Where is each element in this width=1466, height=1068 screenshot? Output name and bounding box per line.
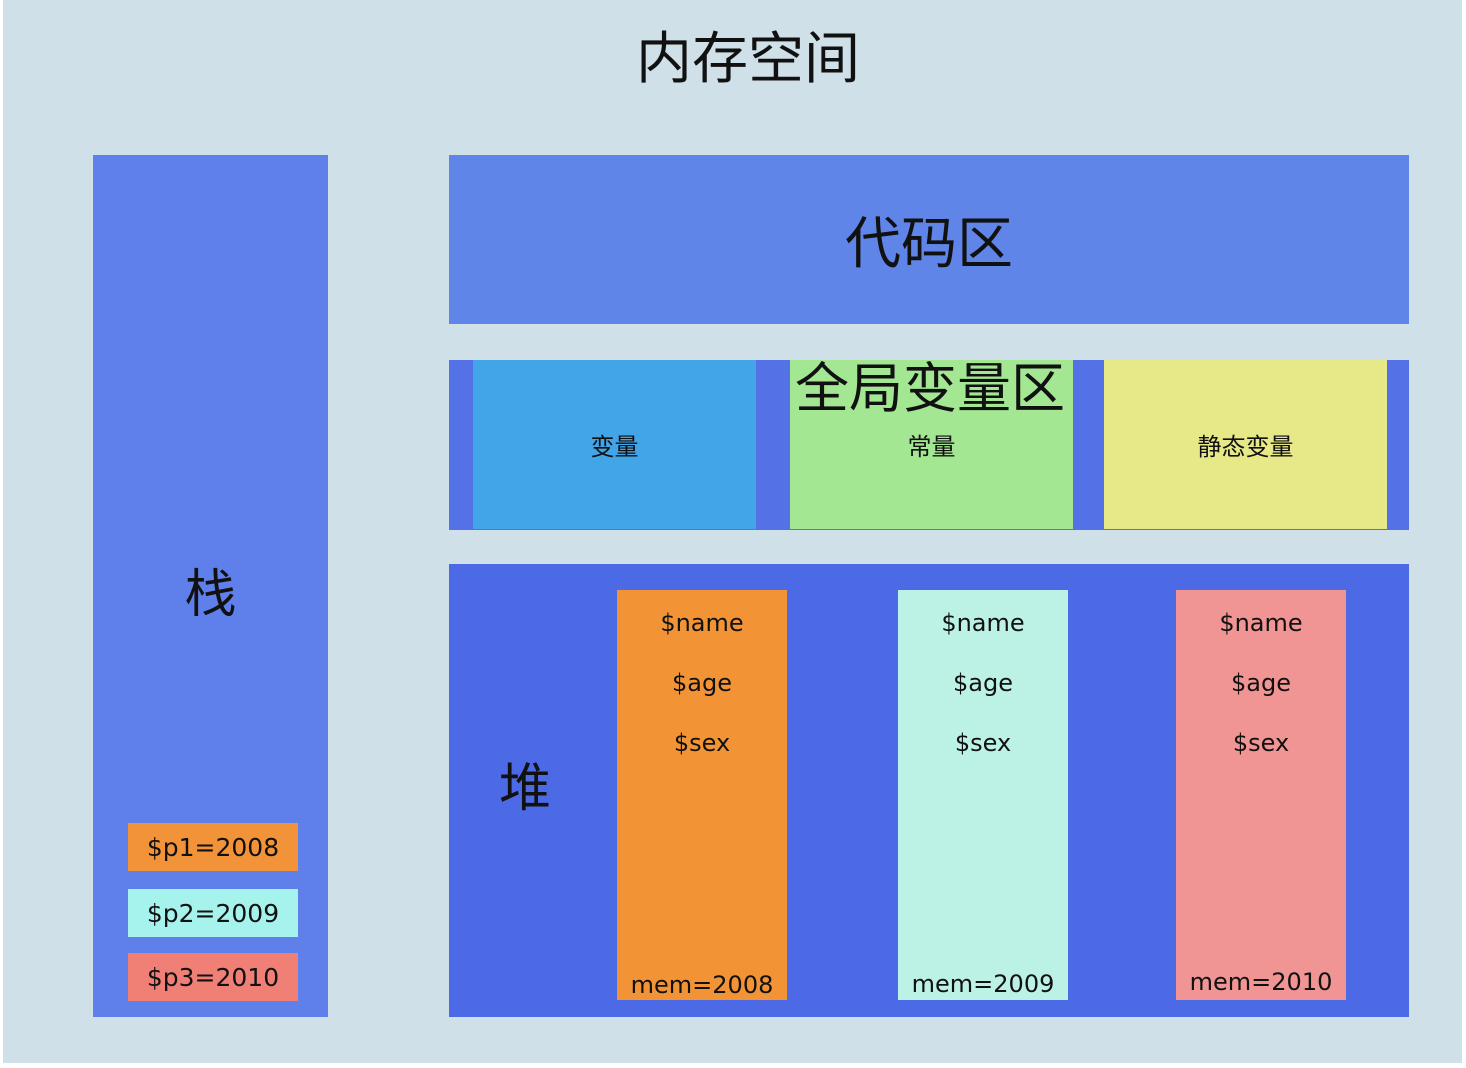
- global-box-static-variables: 静态变量: [1104, 360, 1387, 529]
- object-mem-address: mem=2010: [1189, 968, 1333, 996]
- heap-object-2009: $name $age $sex mem=2009: [898, 590, 1068, 1000]
- stack-item-p2: $p2=2009: [128, 889, 298, 937]
- heap-label: 堆: [498, 759, 551, 819]
- object-field-age: $age: [953, 669, 1013, 697]
- object-field-age: $age: [1231, 669, 1291, 697]
- object-mem-address: mem=2008: [630, 971, 774, 999]
- object-field-sex: $sex: [954, 729, 1012, 757]
- heap-object-2008: $name $age $sex mem=2008: [617, 590, 787, 1000]
- global-box-constants: 常量: [790, 360, 1073, 529]
- code-region: 代码区: [449, 155, 1409, 324]
- stack-region: 栈 $p1=2008 $p2=2009 $p3=2010: [93, 155, 328, 1017]
- stack-label: 栈: [184, 565, 237, 625]
- object-field-name: $name: [1219, 609, 1303, 637]
- object-field-name: $name: [941, 609, 1025, 637]
- stack-item-p3: $p3=2010: [128, 953, 298, 1001]
- object-mem-address: mem=2009: [911, 970, 1055, 998]
- global-box-variables: 变量: [473, 360, 756, 529]
- object-field-name: $name: [660, 609, 744, 637]
- object-field-age: $age: [672, 669, 732, 697]
- global-region-label: 全局变量区: [795, 357, 1065, 420]
- object-field-sex: $sex: [673, 729, 731, 757]
- stack-item-p1: $p1=2008: [128, 823, 298, 871]
- heap-region: 堆 $name $age $sex mem=2008 $name $age $s…: [449, 564, 1409, 1017]
- global-variable-region: 变量 常量 静态变量 全局变量区: [449, 360, 1409, 530]
- object-field-sex: $sex: [1232, 729, 1290, 757]
- memory-diagram: 内存空间 栈 $p1=2008 $p2=2009 $p3=2010 代码区 变量…: [3, 0, 1462, 1063]
- heap-object-2010: $name $age $sex mem=2010: [1176, 590, 1346, 1000]
- diagram-title: 内存空间: [636, 27, 860, 92]
